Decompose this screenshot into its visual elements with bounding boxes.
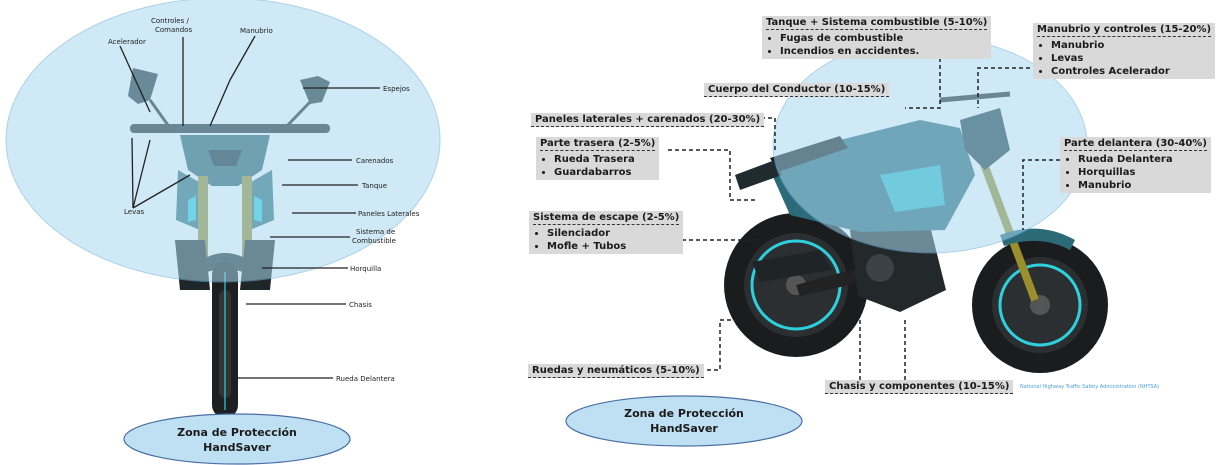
box-escape: Sistema de escape (2-5%) Silenciador Mof… [529, 211, 684, 254]
box-escape-title: Sistema de escape (2-5%) [533, 212, 680, 225]
box-trasera: Parte trasera (2-5%) Rueda Trasera Guard… [536, 137, 660, 180]
tag-cuerpo: Cuerpo del Conductor (10-15%) [704, 83, 890, 97]
box-delantera: Parte delantera (30-40%) Rueda Delantera… [1060, 137, 1211, 193]
box-tanque-title: Tanque + Sistema combustible (5-10%) [766, 17, 988, 30]
box-trasera-item: Rueda Trasera [554, 153, 655, 166]
tag-paneles: Paneles laterales + carenados (20-30%) [531, 113, 765, 127]
right-zone-line1: Zona de Protección [624, 407, 744, 420]
right-zone-line2: HandSaver [650, 422, 718, 435]
box-manubrio-item: Levas [1051, 52, 1211, 65]
source-note: National Highway Traffic Safety Administ… [1020, 384, 1160, 390]
box-tanque-item: Fugas de combustible [780, 32, 987, 45]
box-manubrio-item: Controles Acelerador [1051, 65, 1211, 78]
left-zone-badge [123, 413, 351, 465]
box-manubrio-item: Manubrio [1051, 39, 1211, 52]
label-espejos: Espejos [383, 85, 410, 93]
label-acelerador: Acelerador [108, 38, 146, 46]
box-manubrio: Manubrio y controles (15-20%) Manubrio L… [1033, 23, 1216, 79]
left-leader-lines [119, 35, 380, 379]
box-trasera-item: Guardabarros [554, 166, 655, 179]
right-zone-badge [565, 395, 803, 447]
label-controles-1: Controles / [151, 17, 189, 25]
left-protection-zone [5, 0, 441, 283]
label-levas: Levas [124, 208, 145, 216]
box-tanque-item: Incendios en accidentes. [780, 45, 987, 58]
box-tanque: Tanque + Sistema combustible (5-10%) Fug… [762, 16, 992, 59]
tag-chasis: Chasis y componentes (10-15%) [825, 380, 1014, 394]
box-escape-item: Mofle + Tubos [547, 240, 679, 253]
left-zone-line1: Zona de Protección [177, 426, 297, 439]
box-delantera-title: Parte delantera (30-40%) [1064, 138, 1207, 151]
tag-ruedas: Ruedas y neumáticos (5-10%) [528, 364, 704, 378]
box-manubrio-title: Manubrio y controles (15-20%) [1037, 24, 1212, 37]
label-sistema-1: Sistema de [356, 228, 395, 236]
left-zone-line2: HandSaver [203, 441, 271, 454]
box-delantera-item: Manubrio [1078, 179, 1207, 192]
label-horquilla: Horquilla [350, 265, 381, 273]
label-chasis: Chasis [349, 301, 372, 309]
box-delantera-item: Horquillas [1078, 166, 1207, 179]
label-carenados: Carenados [356, 157, 394, 165]
label-manubrio: Manubrio [240, 27, 273, 35]
box-trasera-title: Parte trasera (2-5%) [540, 138, 656, 151]
box-escape-item: Silenciador [547, 227, 679, 240]
label-sistema-2: Combustible [352, 237, 396, 245]
label-controles-2: Comandos [155, 26, 192, 34]
label-tanque: Tanque [361, 182, 387, 190]
box-delantera-item: Rueda Delantera [1078, 153, 1207, 166]
label-rueda: Rueda Delantera [336, 375, 395, 383]
label-paneles: Paneles Laterales [358, 210, 420, 218]
